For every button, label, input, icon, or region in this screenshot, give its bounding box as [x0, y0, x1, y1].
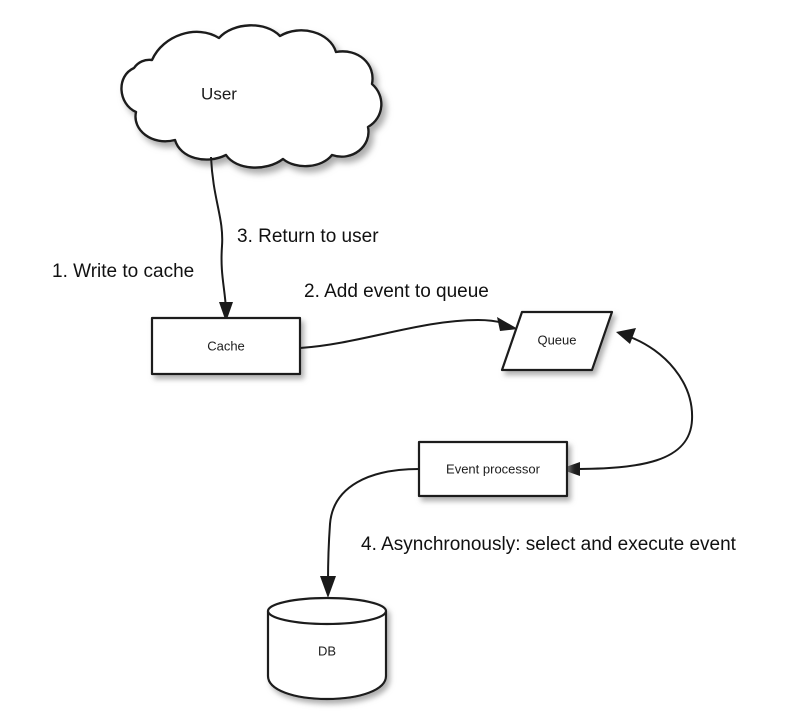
node-db[interactable]: DB [266, 596, 388, 701]
edge-proc-to-db [320, 468, 420, 598]
node-user-label: User [201, 84, 237, 103]
edge-cache-to-queue [299, 317, 518, 349]
edge-proc-to-queue-loop [560, 328, 694, 476]
step-label-1: 1. Write to cache [52, 261, 194, 282]
node-user[interactable]: User [120, 24, 383, 169]
node-db-label: DB [318, 643, 336, 658]
arrowhead-into-processor [560, 462, 580, 476]
arrowhead-into-queue [497, 317, 518, 331]
step-label-3: 3. Return to user [237, 226, 379, 247]
step-label-2: 2. Add event to queue [304, 281, 489, 302]
step-label-4: 4. Asynchronously: select and execute ev… [361, 534, 737, 555]
node-event-processor[interactable]: Event processor [417, 440, 569, 498]
node-cache[interactable]: Cache [150, 316, 302, 376]
arrowhead-into-cache [219, 302, 233, 322]
node-queue[interactable]: Queue [500, 310, 614, 372]
node-queue-label: Queue [537, 332, 576, 347]
arrowhead-into-db [320, 576, 336, 598]
node-cache-label: Cache [207, 338, 245, 353]
node-event-processor-label: Event processor [446, 461, 541, 476]
edge-user-to-cache [210, 156, 233, 322]
arrowhead-into-queue-loop [616, 328, 636, 344]
